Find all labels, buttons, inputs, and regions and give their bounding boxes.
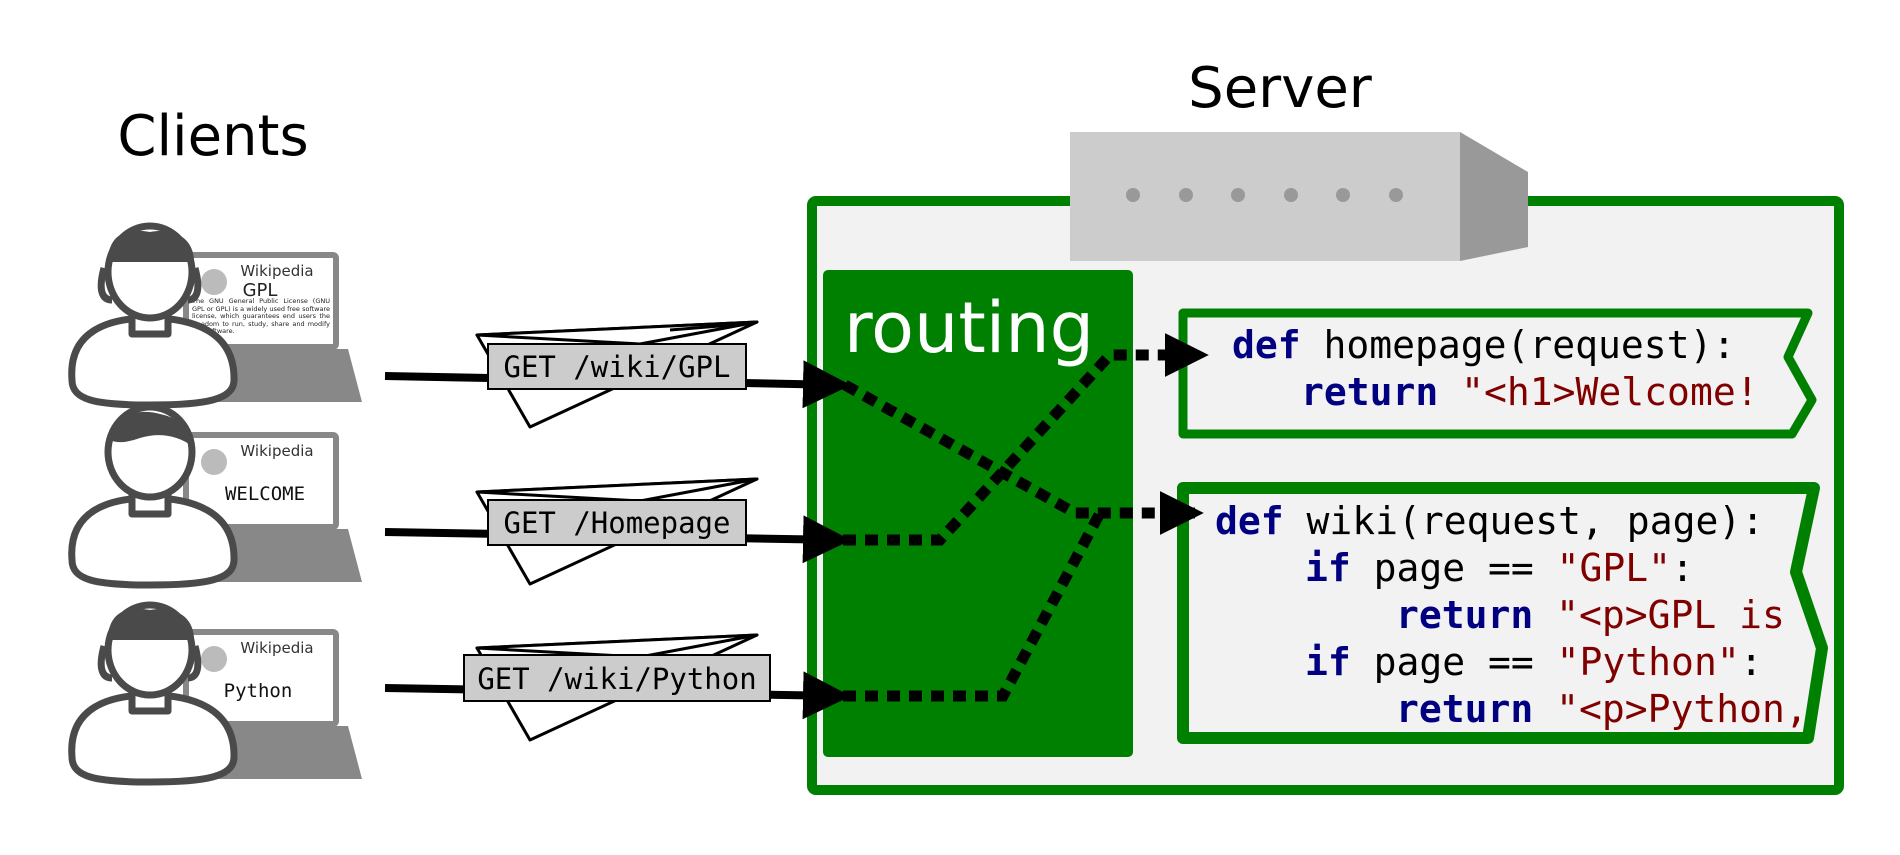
client-3: Wikipedia Python	[68, 601, 362, 786]
request-label: GET /Homepage	[504, 506, 731, 540]
request-1: GET /wiki/GPL	[384, 320, 851, 429]
svg-text:if page == "GPL":: if page == "GPL":	[1305, 546, 1694, 590]
screen-title: Python	[224, 680, 293, 702]
person-icon	[68, 222, 238, 409]
request-2: GET /Homepage	[384, 477, 851, 586]
code-string: "<h1>Welcome!	[1438, 370, 1758, 414]
code-box-wiki: def wiki(request, page): if page == "GPL…	[1177, 482, 1828, 744]
svg-text:def wiki(request, page):: def wiki(request, page):	[1215, 499, 1764, 543]
code-string: "<p>Python,	[1533, 687, 1808, 731]
routing-label: routing	[844, 287, 1094, 369]
code-box-homepage: def homepage(request): return "<h1>Welco…	[1178, 308, 1817, 439]
route-homepage-to-homepage	[843, 333, 1209, 546]
routing-paths	[842, 333, 1209, 702]
person-icon	[68, 403, 238, 589]
screen-title: GPL	[243, 280, 278, 301]
svg-text:return "<p>GPL is: return "<p>GPL is	[1396, 593, 1785, 637]
client-2: Wikipedia WELCOME	[68, 403, 362, 589]
code-keyword: def	[1215, 499, 1284, 543]
code-text: :	[1740, 640, 1763, 684]
svg-text:if page == "Python":: if page == "Python":	[1305, 640, 1763, 684]
screen-title: WELCOME	[225, 483, 305, 505]
code-keyword: if	[1305, 546, 1351, 590]
route-python-to-wiki	[843, 510, 1105, 702]
client-1: Wikipedia GPL The GNU General Public Lic…	[68, 222, 362, 409]
code-text: page ==	[1351, 546, 1557, 590]
code-keyword: if	[1305, 640, 1351, 684]
code-text: :	[1671, 546, 1694, 590]
wikipedia-label: Wikipedia	[240, 442, 313, 460]
svg-text:def homepage(request):: def homepage(request):	[1232, 323, 1735, 367]
code-keyword: def	[1232, 323, 1301, 367]
svg-text:return "<h1>Welcome!: return "<h1>Welcome!	[1301, 370, 1759, 414]
code-string: "<p>GPL is	[1533, 593, 1785, 637]
wikipedia-label: Wikipedia	[240, 262, 313, 280]
wikipedia-label: Wikipedia	[240, 639, 313, 657]
code-string: "GPL"	[1557, 546, 1671, 590]
request-label: GET /wiki/Python	[477, 662, 756, 696]
code-text: homepage(request):	[1301, 323, 1736, 367]
clients-title: Clients	[117, 104, 308, 169]
request-label: GET /wiki/GPL	[504, 350, 731, 384]
code-keyword: return	[1396, 593, 1533, 637]
code-keyword: return	[1301, 370, 1438, 414]
person-icon	[68, 601, 238, 786]
routing-block: routing	[823, 270, 1133, 757]
request-3: GET /wiki/Python	[384, 633, 851, 742]
svg-text:return "<p>Python,: return "<p>Python,	[1396, 687, 1808, 731]
code-string: "Python"	[1557, 640, 1740, 684]
server-rack-icon	[1070, 132, 1528, 261]
code-keyword: return	[1396, 687, 1533, 731]
server-title: Server	[1188, 56, 1373, 121]
code-text: wiki(request, page):	[1284, 499, 1764, 543]
code-text: page ==	[1351, 640, 1557, 684]
